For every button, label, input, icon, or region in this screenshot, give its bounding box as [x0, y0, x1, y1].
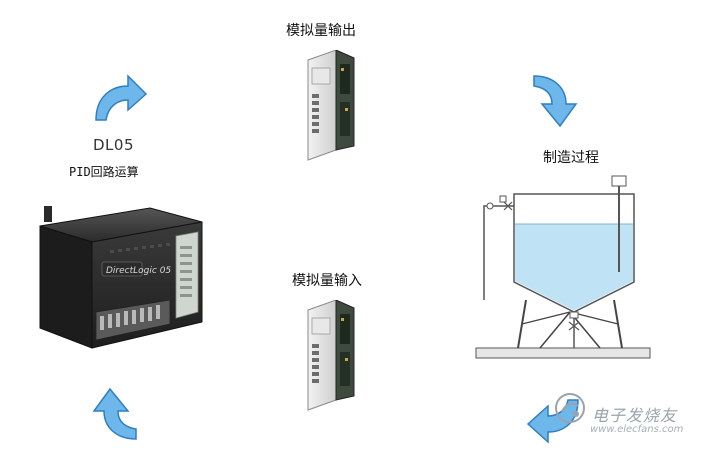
watermark-name: 电子发烧友: [592, 406, 678, 425]
analog-output-module: [300, 50, 360, 162]
curved-arrow-bottom-left-icon: [90, 385, 145, 443]
plc-brand-mark: DirectLogic 05: [106, 266, 171, 276]
analog-input-label: 模拟量输入: [292, 273, 362, 289]
pid-loop-label: PID回路运算: [69, 165, 139, 179]
analog-output-label: 模拟量输出: [286, 23, 356, 39]
watermark-url: www.elecfans.com: [590, 424, 684, 435]
process-label: 制造过程: [543, 150, 599, 166]
analog-input-module: [300, 300, 360, 412]
process-tank: [474, 172, 654, 362]
plc-device-image: DirectLogic 05: [30, 200, 210, 350]
curved-arrow-top-right-icon: [530, 70, 580, 130]
watermark-logo-icon: [554, 392, 586, 424]
plc-model-label: DL05: [93, 136, 134, 154]
curved-arrow-top-left-icon: [90, 72, 150, 124]
